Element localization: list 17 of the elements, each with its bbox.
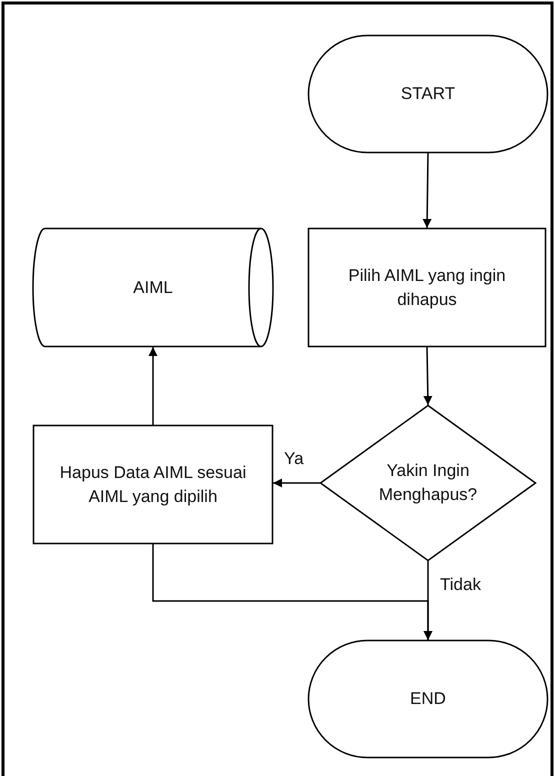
node-text: AIML [133, 276, 173, 298]
arrow [423, 346, 432, 406]
arrow [273, 478, 320, 488]
node-text: END [410, 688, 446, 710]
node-text: Pilih AIML yang ingin dihapus [347, 264, 507, 310]
terminal-shape [308, 640, 548, 758]
decision-diamond [320, 405, 536, 561]
node-text: START [400, 83, 456, 105]
arrow [422, 152, 432, 228]
process-box [33, 425, 273, 544]
arrow [424, 561, 432, 640]
database-cylinder [33, 228, 273, 347]
arrow [148, 347, 158, 425]
node-text: Hapus Data AIML sesuai AIML yang dipilih [58, 462, 248, 508]
terminal-shape [308, 35, 548, 153]
process-box [308, 228, 546, 347]
node-text: Yakin Ingin Menghapus? [378, 460, 478, 506]
